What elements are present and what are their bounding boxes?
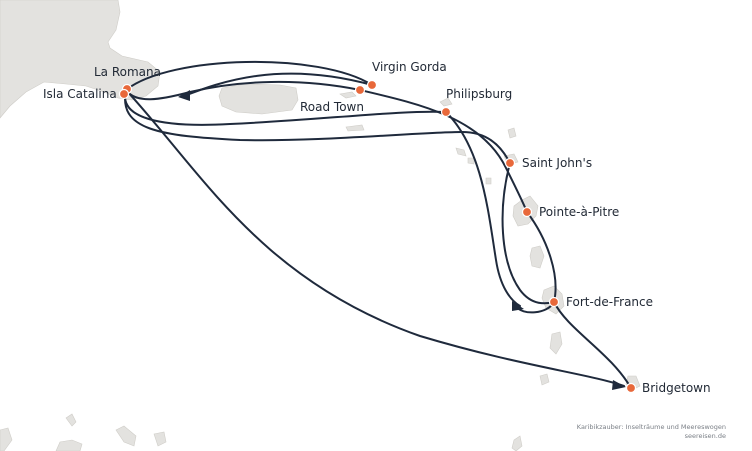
credit-source: seereisen.de [684, 432, 726, 440]
cruise-routes [124, 60, 632, 390]
route-philipsburg-to-fort-de-france [445, 111, 521, 307]
route-arrow-fort-de-france [512, 301, 524, 311]
barbuda-island [507, 127, 517, 139]
port-label-road-town: Road Town [300, 100, 364, 114]
port-label-bridgetown: Bridgetown [642, 381, 711, 395]
port-label-saint-johns: Saint John's [522, 156, 592, 170]
st-croix-island [345, 124, 365, 132]
port-marker-virgin-gorda[interactable] [366, 79, 378, 91]
route-arrow-catalina [178, 90, 190, 101]
dominica-island [529, 245, 545, 269]
st-martin-island [439, 97, 453, 107]
route-catalina-to-bridgetown [125, 89, 625, 387]
route-la-romana-to-virgin-gorda [125, 60, 373, 91]
route-road-town-to-pointe-a-pitre [359, 89, 528, 213]
bonaire-island [115, 425, 137, 447]
aruba-island [0, 427, 13, 451]
port-marker-pointe-a-pitre[interactable] [521, 206, 533, 218]
vieques-island [339, 91, 357, 99]
route-arrow-bridgetown [612, 380, 626, 390]
port-label-virgin-gorda: Virgin Gorda [372, 60, 447, 74]
ports: La Romana Isla Catalina Virgin Gorda Roa… [43, 60, 711, 395]
puerto-rico-island [218, 83, 299, 115]
port-label-la-romana: La Romana [94, 65, 161, 79]
port-label-isla-catalina: Isla Catalina [43, 87, 117, 101]
port-label-fort-de-france: Fort-de-France [566, 295, 653, 309]
map-credit: Karibikzauber: Inselträume und Meereswog… [577, 423, 726, 441]
venezuela-coast [55, 439, 83, 451]
hispaniola-island [0, 0, 161, 119]
nevis-island [467, 157, 475, 165]
route-catalina-to-philipsburg [124, 89, 447, 126]
port-marker-bridgetown[interactable] [625, 382, 637, 394]
st-lucia-island [549, 331, 563, 355]
port-marker-fort-de-france[interactable] [548, 296, 560, 308]
st-vincent-island [539, 373, 550, 386]
route-saint-johns-to-fort-de-france [501, 162, 555, 305]
port-marker-isla-catalina[interactable] [118, 88, 130, 100]
route-catalina-to-saint-johns [124, 89, 511, 164]
route-catalina-to-road-town [125, 80, 361, 101]
credit-title: Karibikzauber: Inselträume und Meereswog… [576, 423, 726, 431]
port-label-pointe-a-pitre: Pointe-à-Pitre [539, 205, 619, 219]
port-marker-road-town[interactable] [354, 84, 366, 96]
route-pointe-a-pitre-to-fort-de-france [526, 211, 557, 303]
port-marker-saint-johns[interactable] [504, 157, 516, 169]
curacao-island [65, 413, 77, 427]
montserrat-island [485, 177, 492, 185]
st-kitts-island [455, 147, 467, 157]
route-fort-de-france-to-bridgetown [553, 301, 632, 389]
port-label-philipsburg: Philipsburg [446, 87, 512, 101]
grenada-island [511, 435, 523, 451]
margarita-island [153, 431, 167, 447]
port-marker-philipsburg[interactable] [440, 106, 452, 118]
